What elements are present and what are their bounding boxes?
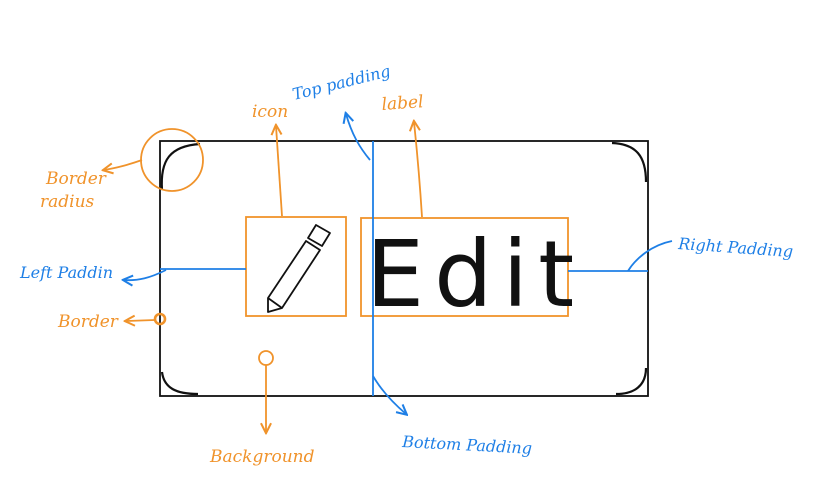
border-marker-dot <box>153 312 167 326</box>
border-radius-corner-top-right <box>611 141 648 183</box>
right-padding-label: Right Padding <box>677 234 794 261</box>
top-padding-label: Top padding <box>290 61 392 104</box>
border-radius-label-line1: Border <box>45 169 107 189</box>
icon-box <box>245 216 347 317</box>
icon-annotation-arrow <box>276 126 283 217</box>
bottom-padding-arrow <box>372 375 406 414</box>
background-label: Background <box>209 447 315 467</box>
background-marker-circle <box>258 350 274 366</box>
bottom-padding-label: Bottom Padding <box>401 432 533 458</box>
label-annotation-arrow <box>414 122 423 218</box>
icon-annotation-label: icon <box>252 102 288 122</box>
border-radius-label-line2: radius <box>40 192 95 212</box>
border-radius-corner-bottom-left <box>160 371 199 396</box>
border-radius-corner-top-left <box>160 142 201 191</box>
border-arrow <box>126 320 156 321</box>
label-annotation-label: label <box>381 92 424 115</box>
border-radius-corner-bottom-right <box>615 367 648 396</box>
left-padding-label: Left Paddin <box>19 263 113 282</box>
border-radius-highlight-circle <box>140 128 204 192</box>
border-radius-arrow <box>104 159 143 170</box>
label-box <box>360 217 569 317</box>
top-padding-arrow <box>346 114 371 161</box>
border-label: Border <box>57 312 119 332</box>
pencil-icon <box>267 224 331 313</box>
button-label-text: Edit <box>366 221 584 328</box>
left-padding-arrow <box>124 269 167 280</box>
right-padding-arrow <box>627 240 673 272</box>
